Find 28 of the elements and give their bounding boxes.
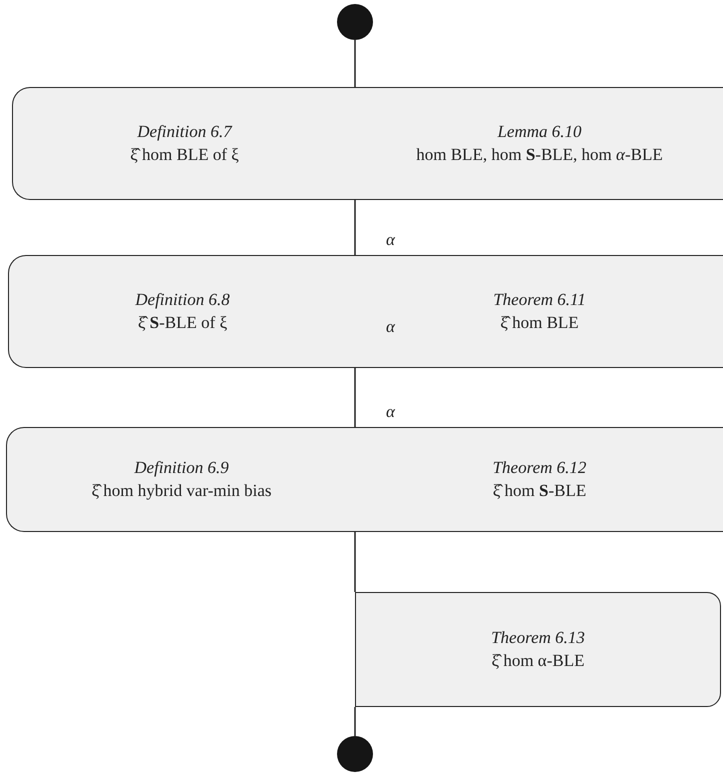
edge-label: α <box>386 231 395 248</box>
result-title: Lemma 6.10 <box>497 121 582 144</box>
result-box <box>355 592 721 707</box>
connector-line <box>354 707 356 736</box>
result-title: Theorem 6.12 <box>492 457 586 480</box>
result-statement: ξ̂ hom α-BLE <box>492 650 584 672</box>
parameter-label: α <box>386 318 395 335</box>
result-statement: ξ̂ hom BLE <box>500 312 579 334</box>
result-title: Theorem 6.13 <box>491 627 585 650</box>
connector-line <box>354 368 356 427</box>
edge-label: α <box>386 403 395 420</box>
terminal-circle <box>337 4 373 40</box>
result-statement: ξ̂ hom S-BLE <box>492 480 586 502</box>
result-statement: ξ̂ hom BLE of ξ <box>130 144 239 166</box>
result-title: Definition 6.8 <box>135 289 230 312</box>
result-box <box>8 255 723 368</box>
connector-line <box>354 532 356 592</box>
result-box <box>6 427 723 532</box>
result-statement: hom BLE, hom S-BLE, hom α-BLE <box>416 144 663 166</box>
result-box <box>12 87 723 200</box>
connector-line <box>354 200 356 255</box>
result-statement: ξ̂ hom hybrid var-min bias <box>91 480 272 502</box>
result-statement: ξ̂ S-BLE of ξ <box>138 312 228 334</box>
terminal-circle <box>337 736 373 772</box>
result-title: Definition 6.9 <box>134 457 229 480</box>
result-title: Theorem 6.11 <box>493 289 586 312</box>
connector-line <box>354 40 356 87</box>
result-title: Definition 6.7 <box>137 121 232 144</box>
